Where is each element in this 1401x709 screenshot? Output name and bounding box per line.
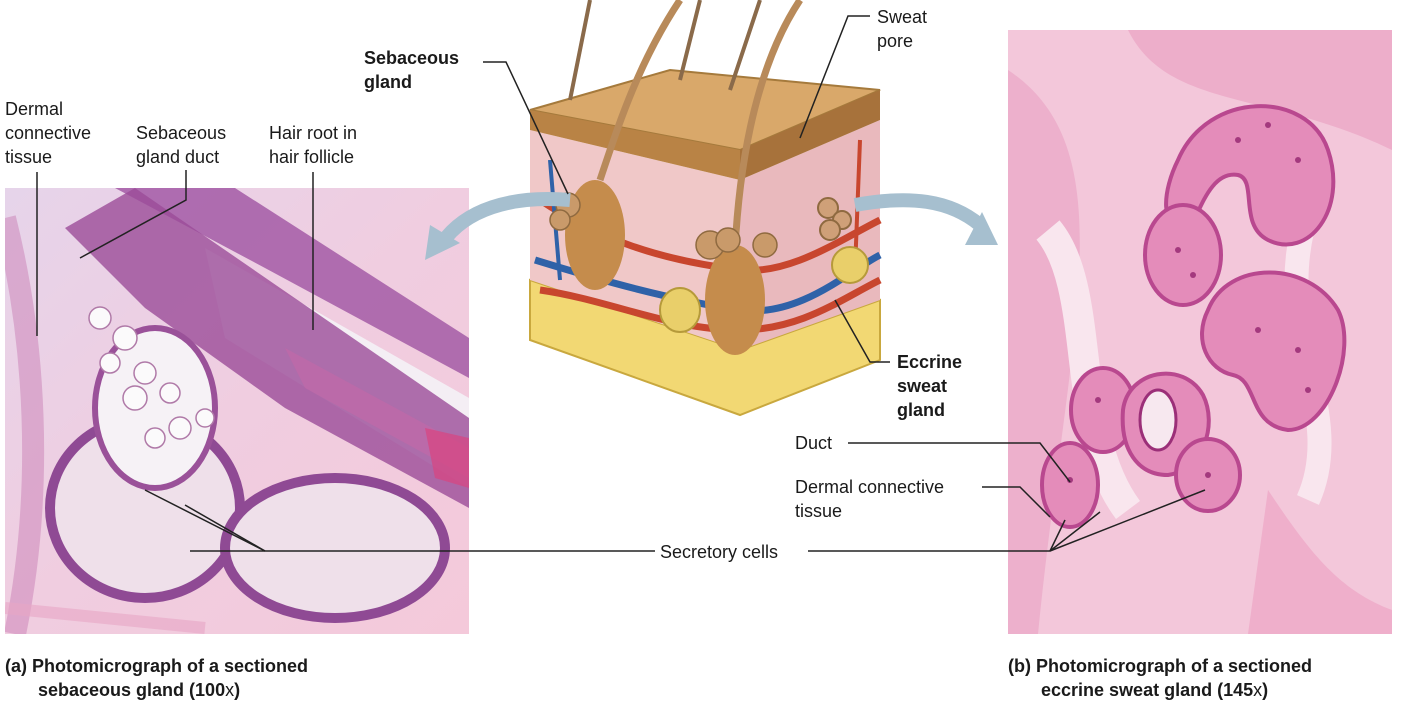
label-dermal-connective-tissue-b: Dermal connective tissue [795, 475, 944, 523]
arrow-to-panel-a [420, 185, 580, 265]
arrow-to-panel-b [850, 190, 1010, 260]
label-sebaceous-gland-duct: Sebaceous gland duct [136, 121, 226, 169]
label-hair-root: Hair root in hair follicle [269, 121, 357, 169]
caption-a-line2: sebaceous gland (100x) [5, 678, 308, 702]
label-secretory-cells: Secretory cells [660, 540, 778, 564]
caption-a-line1: (a) Photomicrograph of a sectioned [5, 656, 308, 676]
label-eccrine-sweat-gland: Eccrine sweat gland [897, 350, 962, 422]
label-dermal-connective-tissue-a: Dermal connective tissue [5, 97, 91, 169]
caption-b-line2: eccrine sweat gland (145x) [1008, 678, 1312, 702]
caption-a: (a) Photomicrograph of a sectioned sebac… [5, 654, 308, 702]
photomicrograph-sebaceous-gland [5, 188, 469, 634]
caption-b-line1: (b) Photomicrograph of a sectioned [1008, 656, 1312, 676]
label-duct: Duct [795, 431, 832, 455]
label-sebaceous-gland: Sebaceous gland [364, 46, 459, 94]
caption-b: (b) Photomicrograph of a sectioned eccri… [1008, 654, 1312, 702]
photomicrograph-eccrine-sweat-gland [1008, 30, 1392, 634]
label-sweat-pore: Sweat pore [877, 5, 927, 53]
